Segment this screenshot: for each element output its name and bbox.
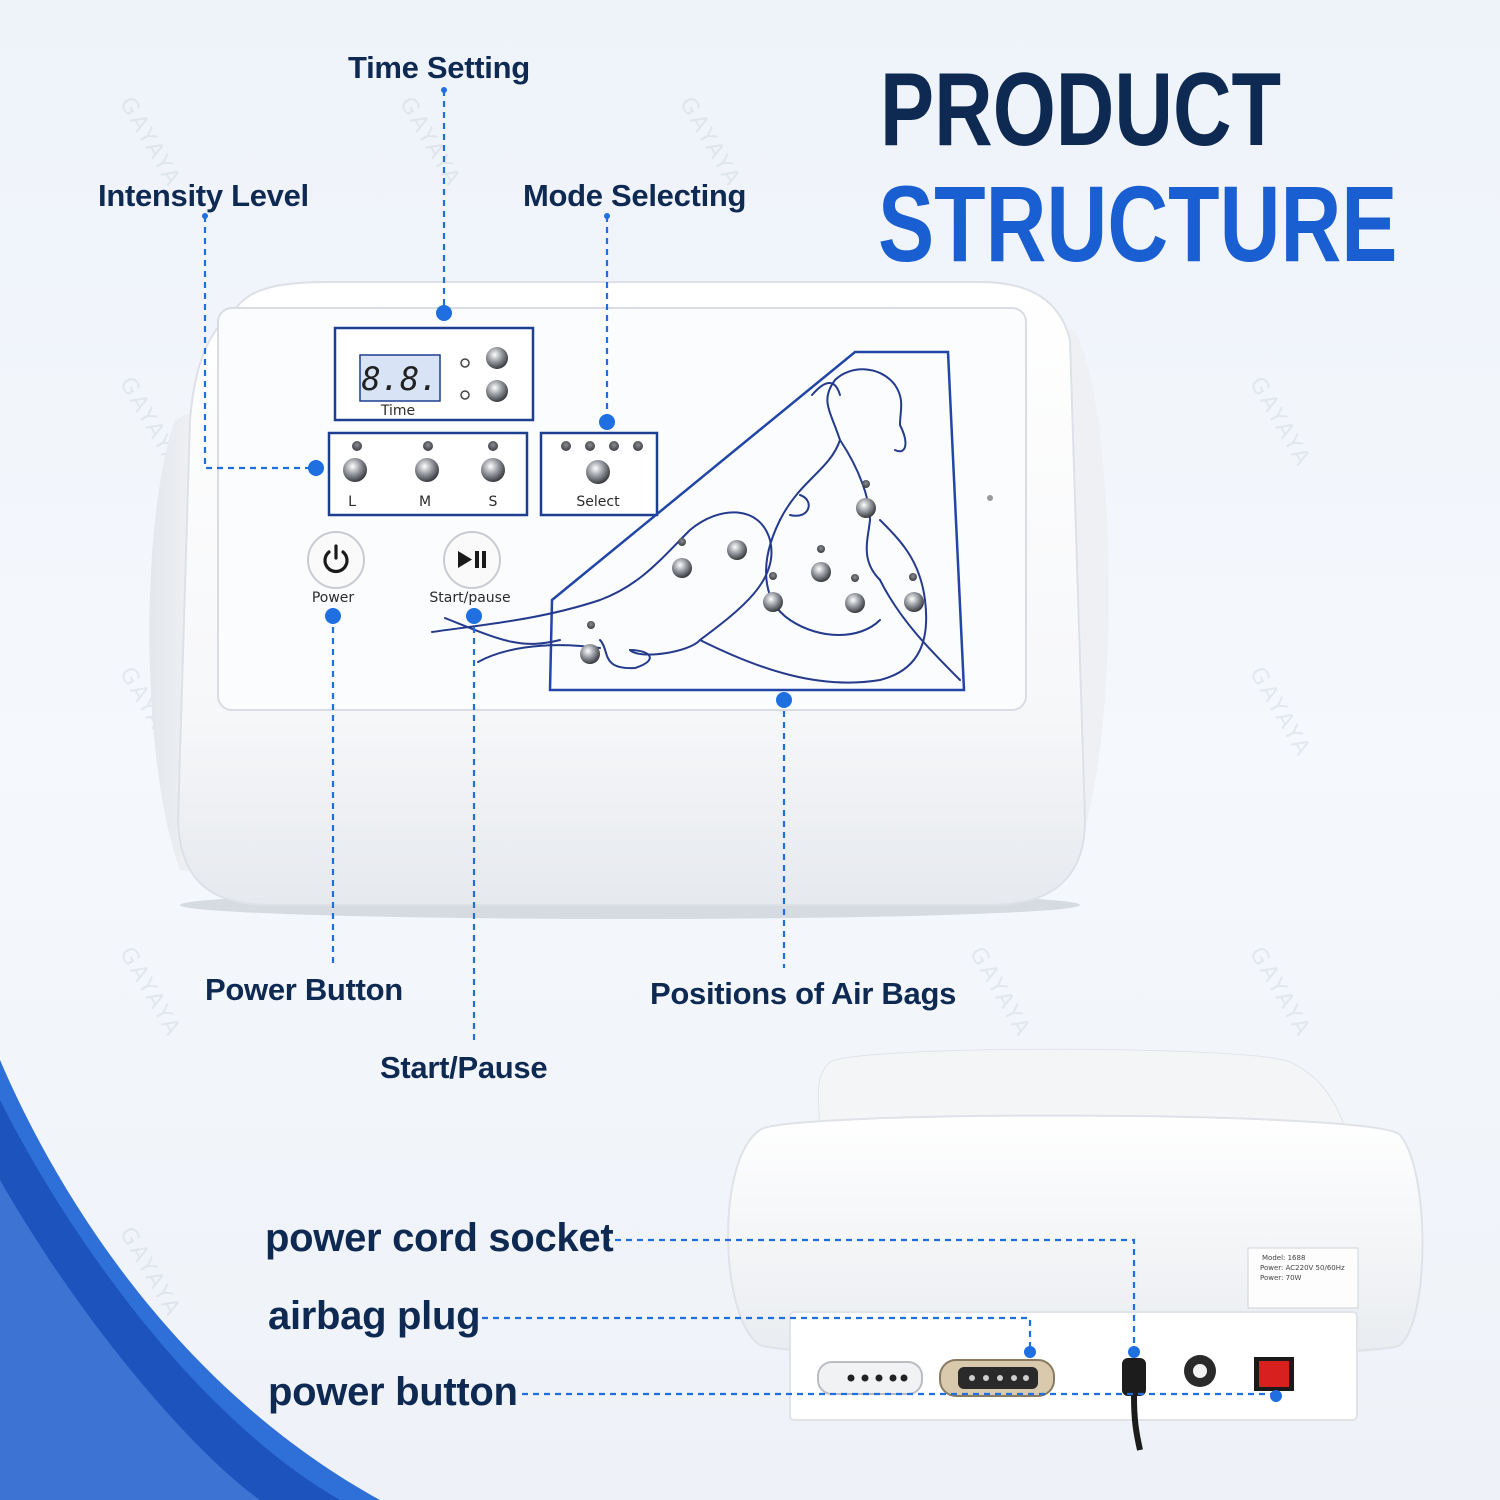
- play-pause-icon: [458, 551, 486, 568]
- callout-power-button: Power Button: [205, 972, 403, 1007]
- callout-time-setting: Time Setting: [348, 50, 530, 85]
- callout-power-button-rear: power button: [268, 1370, 518, 1414]
- callout-start-pause: Start/Pause: [380, 1050, 548, 1085]
- power-label: Power: [312, 590, 355, 606]
- callout-mode-selecting: Mode Selecting: [523, 178, 747, 213]
- callout-positions-of-air-bags: Positions of Air Bags: [650, 976, 957, 1011]
- rear-power-in: Power: AC220V 50/60Hz: [1260, 1264, 1345, 1272]
- time-label: Time: [380, 403, 415, 419]
- time-display: 8.8.: [361, 360, 438, 398]
- intensity-key-l: L: [348, 494, 356, 510]
- title-line-2: STRUCTURE: [878, 163, 1398, 284]
- title-line-1: PRODUCT: [880, 52, 1282, 168]
- callout-intensity-level: Intensity Level: [98, 178, 309, 213]
- select-label: Select: [576, 494, 620, 510]
- start-pause-label: Start/pause: [429, 590, 510, 606]
- callout-power-cord-socket: power cord socket: [265, 1216, 614, 1260]
- intensity-key-m: M: [419, 494, 431, 510]
- intensity-key-s: S: [489, 494, 498, 510]
- power-icon: [323, 544, 349, 574]
- callout-airbag-plug: airbag plug: [268, 1294, 481, 1338]
- rear-power-out: Power: 70W: [1260, 1274, 1302, 1282]
- rear-model: Model: 1688: [1262, 1254, 1305, 1262]
